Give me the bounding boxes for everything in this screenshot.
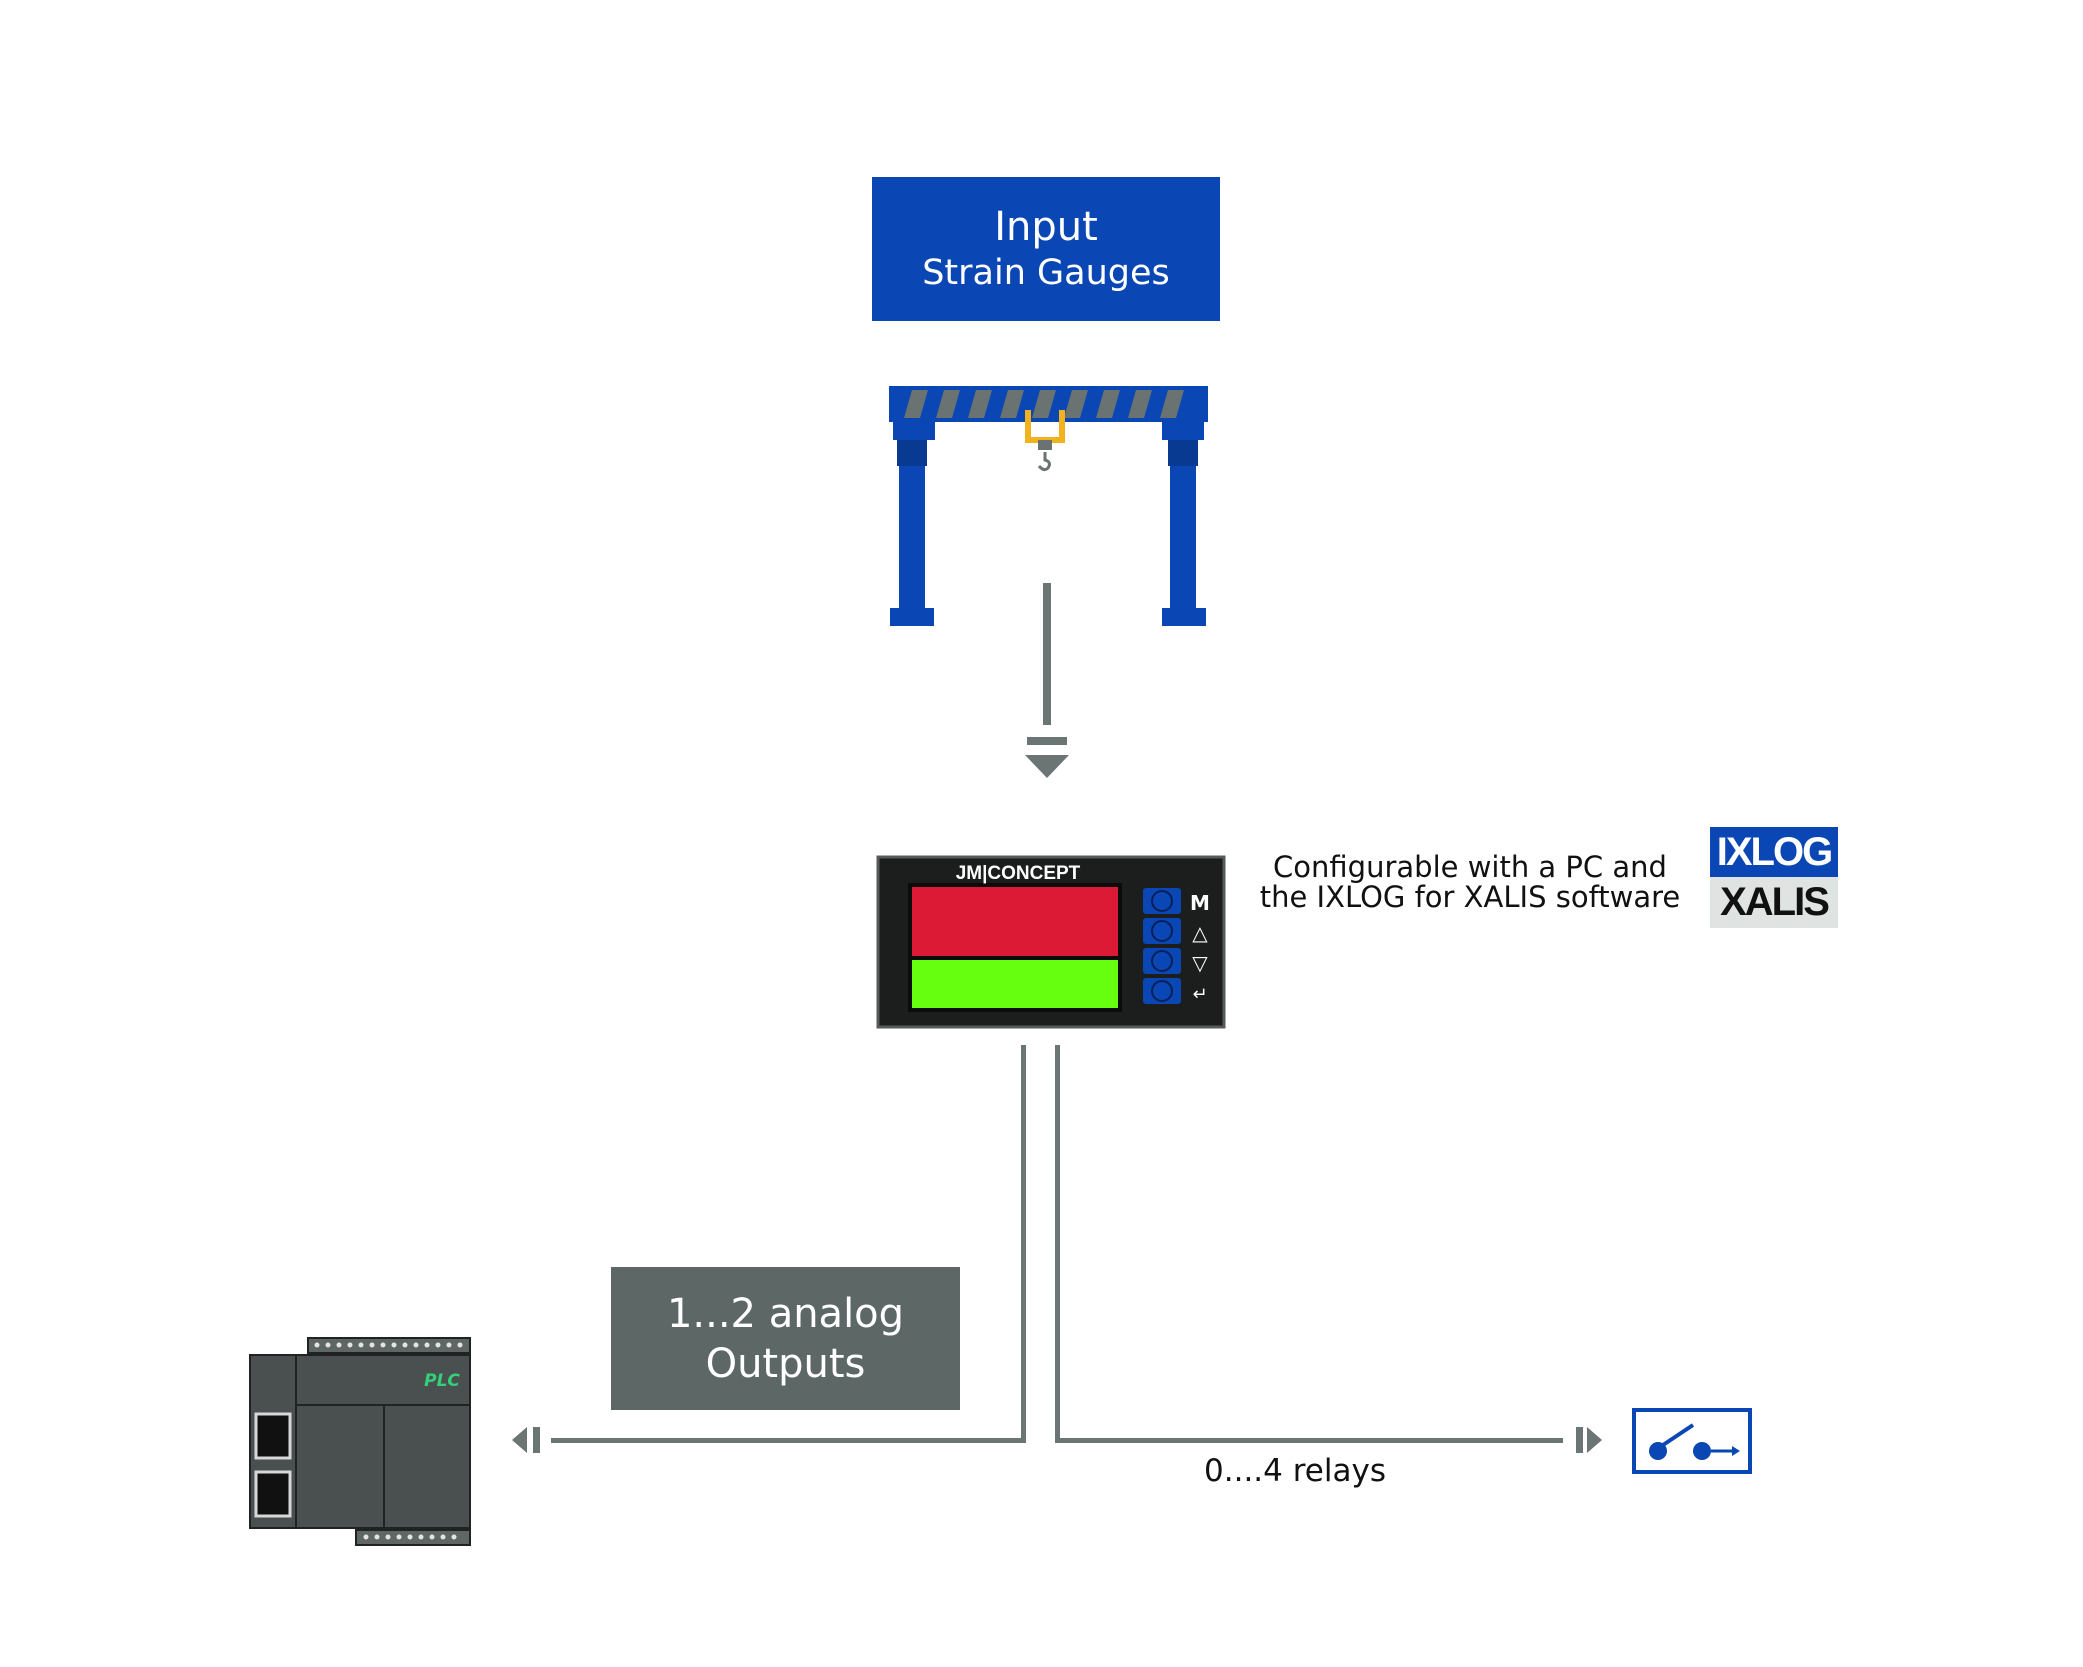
digital-indicator-device: JM|CONCEPT M △ ▽ ↵ (876, 855, 1226, 1029)
gantry-crane-icon (889, 386, 1208, 626)
device-button-label: △ (1192, 921, 1208, 945)
plc-icon: PLC (249, 1337, 471, 1546)
arrow-right-icon (1576, 1427, 1602, 1453)
config-description: Configurable with a PC and the IXLOG for… (1245, 852, 1695, 912)
output-lines (551, 1045, 1563, 1443)
relays-label: 0....4 relays (1204, 1453, 1386, 1489)
logo-xalis: XALIS (1710, 877, 1838, 928)
logo-ixlog: IXLOG (1710, 827, 1838, 877)
analog-outputs-box: 1...2 analog Outputs (611, 1267, 960, 1410)
device-buttons (1143, 888, 1181, 1004)
arrow-down-icon (1025, 583, 1069, 778)
ixlog-xalis-logo: IXLOG XALIS (1710, 827, 1838, 928)
input-subtitle: Strain Gauges (922, 253, 1170, 293)
device-brand: JM|CONCEPT (956, 863, 1081, 884)
input-title: Input (994, 204, 1098, 250)
relay-switch-icon (1632, 1408, 1752, 1474)
input-box: Input Strain Gauges (872, 177, 1220, 321)
plc-label: PLC (424, 1371, 460, 1391)
device-button-label: M (1190, 891, 1210, 915)
arrow-left-icon (512, 1427, 540, 1453)
config-line-2: the IXLOG for XALIS software (1259, 880, 1681, 914)
device-button-label: ▽ (1192, 951, 1208, 975)
device-button-label: ↵ (1192, 984, 1207, 1005)
outputs-line-1: 1...2 analog (666, 1290, 905, 1337)
config-line-1: Configurable with a PC and (1273, 850, 1667, 884)
outputs-line-2: Outputs (705, 1340, 866, 1387)
